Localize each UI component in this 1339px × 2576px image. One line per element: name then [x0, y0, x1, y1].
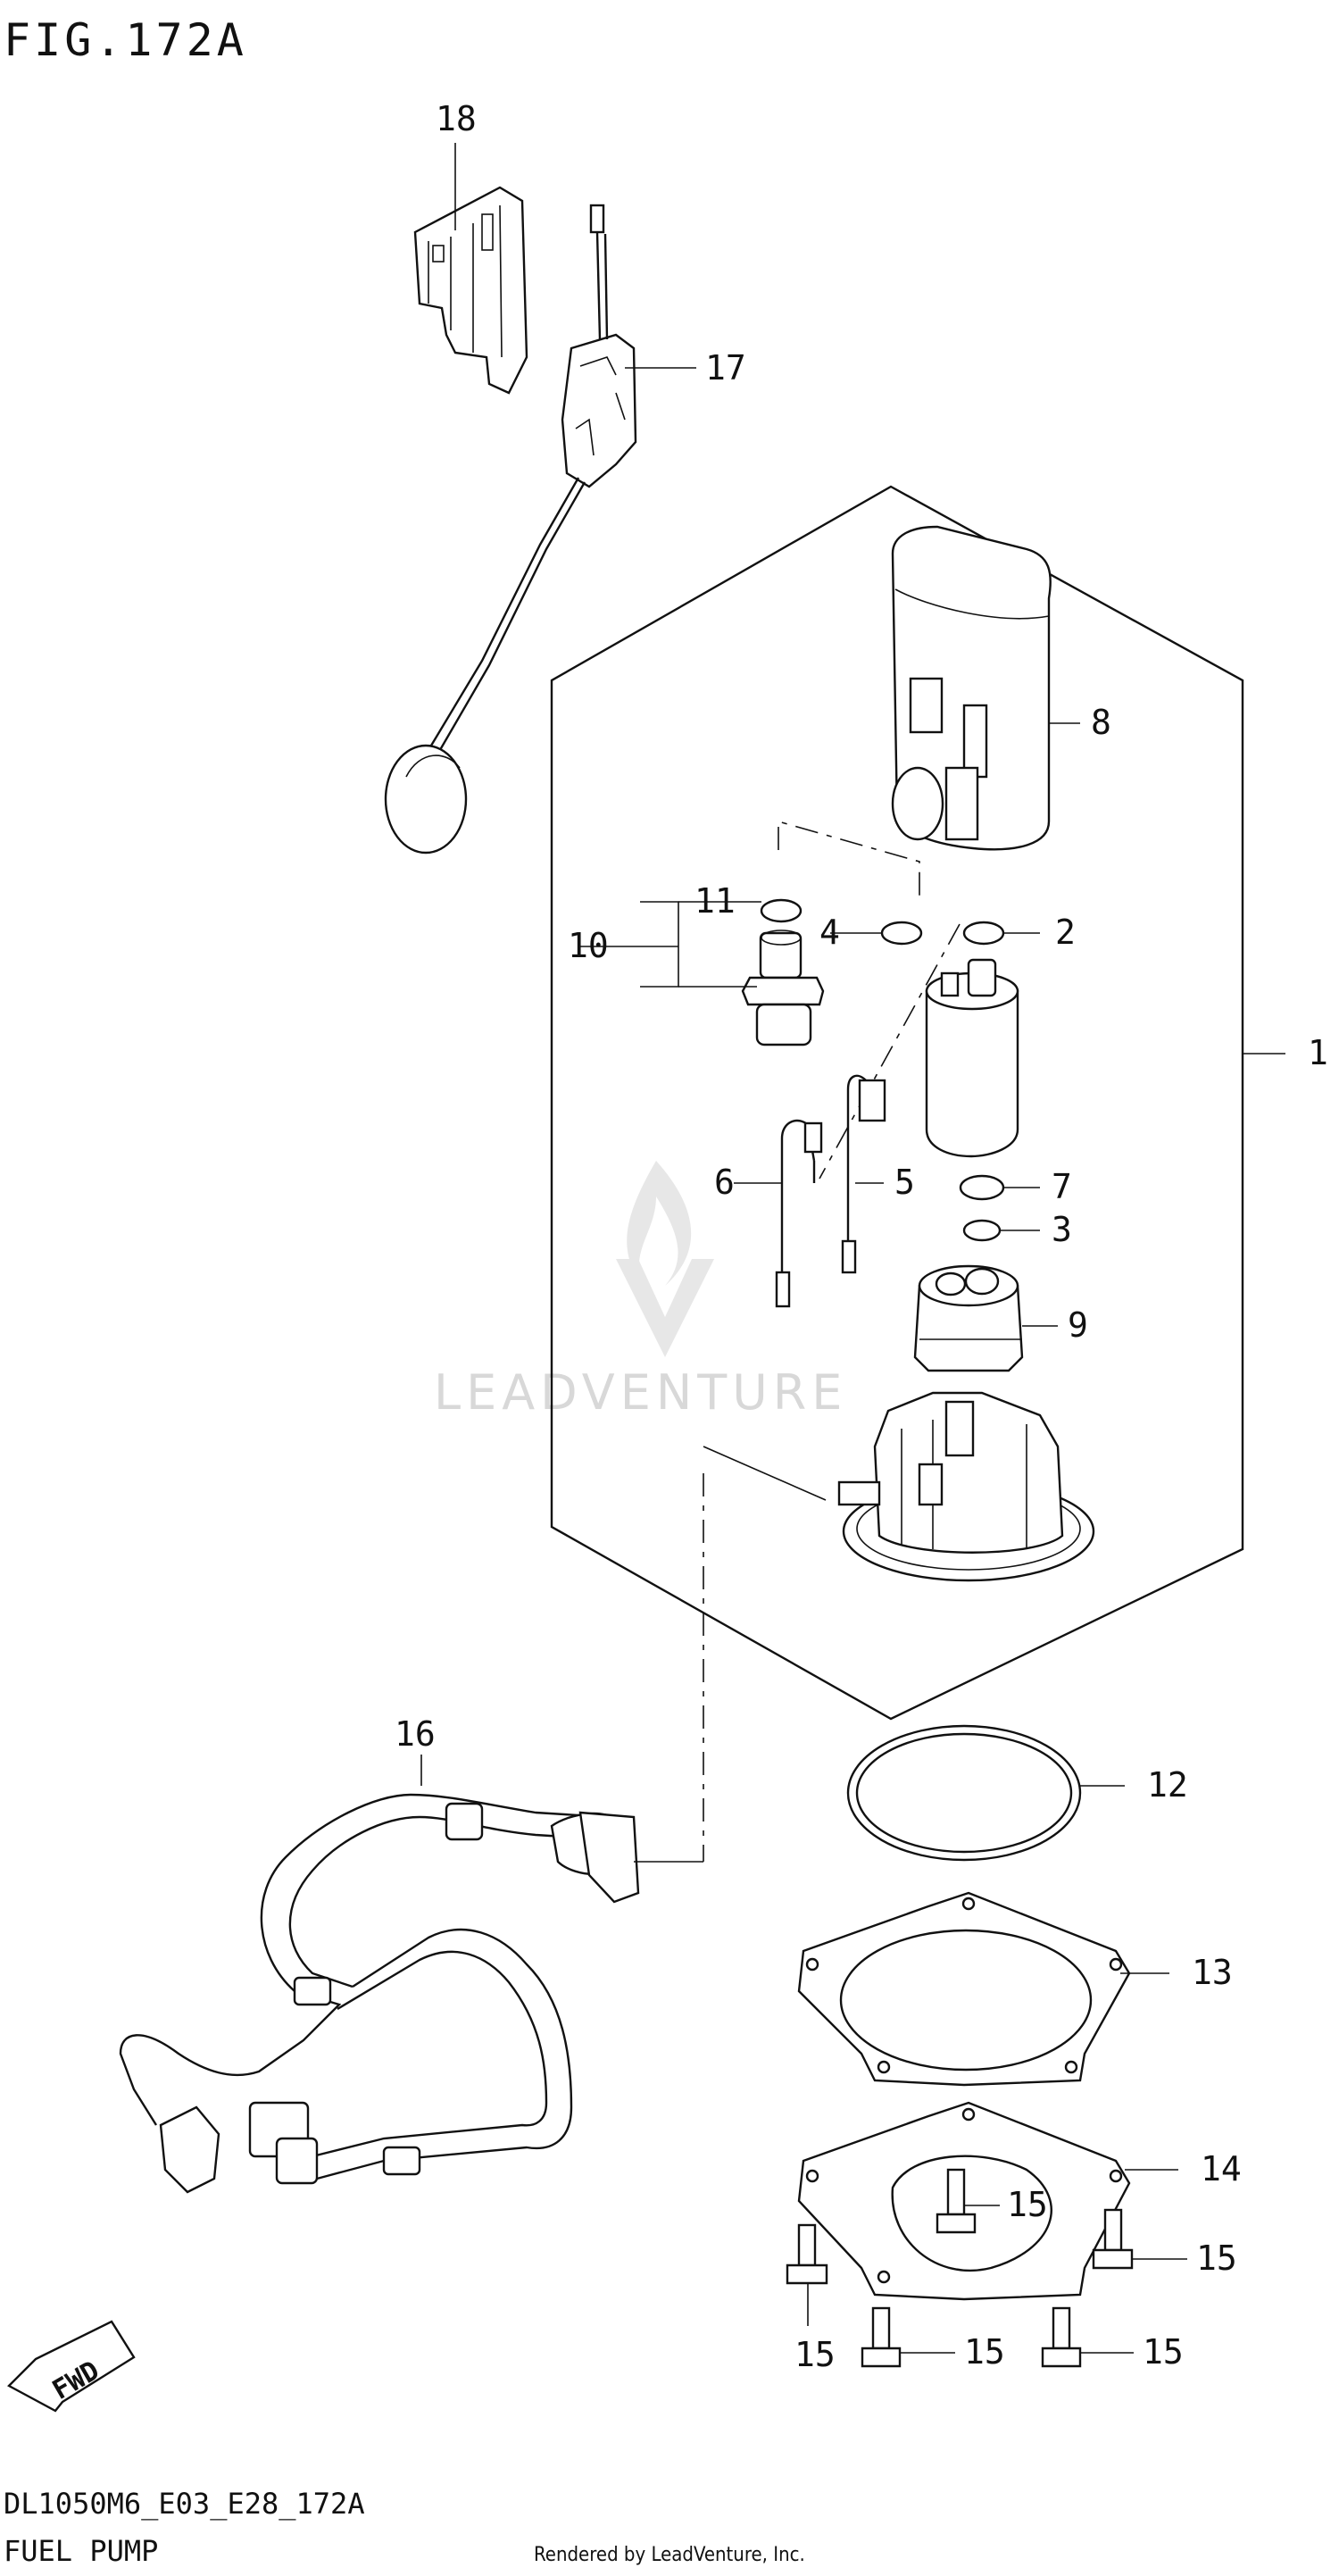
callout-15[interactable]: 15 — [1196, 2238, 1237, 2278]
callout-12[interactable]: 12 — [1147, 1765, 1188, 1805]
part-15-bolt[interactable] — [1092, 2208, 1134, 2270]
callout-13[interactable]: 13 — [1192, 1953, 1233, 1992]
part-5-wire-lead[interactable] — [841, 1074, 886, 1274]
callout-1[interactable]: 1 — [1308, 1033, 1328, 1072]
callout-4[interactable]: 4 — [819, 913, 840, 952]
callout-9[interactable]: 9 — [1068, 1305, 1088, 1345]
callout-18[interactable]: 18 — [436, 99, 477, 138]
watermark-logo — [616, 1161, 714, 1357]
part-16-fuel-hose[interactable] — [119, 1793, 640, 2194]
callout-15[interactable]: 15 — [1143, 2332, 1184, 2372]
part-10-pressure-regulator[interactable] — [741, 930, 825, 1046]
callout-11[interactable]: 11 — [694, 881, 736, 921]
callout-15[interactable]: 15 — [1007, 2185, 1048, 2224]
callout-7[interactable]: 7 — [1052, 1167, 1072, 1206]
callout-17[interactable]: 17 — [705, 348, 746, 388]
fuel-pump-motor[interactable] — [925, 958, 1019, 1158]
fwd-direction-arrow-icon: FWD — [7, 2320, 136, 2413]
callout-15[interactable]: 15 — [794, 2335, 836, 2374]
part-7-o-ring[interactable] — [959, 1174, 1005, 1201]
callout-14[interactable]: 14 — [1201, 2149, 1242, 2188]
assembly-outline — [550, 485, 1244, 1721]
part-3-ring[interactable] — [962, 1219, 1002, 1242]
part-4-o-ring[interactable] — [880, 921, 923, 946]
part-15-bolt[interactable] — [786, 2223, 828, 2285]
part-6-wire-lead[interactable] — [775, 1119, 823, 1308]
part-11-o-ring[interactable] — [760, 898, 803, 923]
callout-6[interactable]: 6 — [714, 1163, 735, 1202]
callout-2[interactable]: 2 — [1055, 913, 1076, 952]
part-9-pump-holder[interactable] — [913, 1264, 1024, 1372]
part-8-fuel-filter[interactable] — [891, 525, 1052, 851]
part-18-cover-bracket[interactable] — [413, 186, 528, 395]
callout-10[interactable]: 10 — [568, 926, 609, 965]
watermark-text: LEADVENTURE — [434, 1364, 847, 1421]
callout-5[interactable]: 5 — [894, 1163, 915, 1202]
callout-3[interactable]: 3 — [1052, 1210, 1072, 1249]
callout-15[interactable]: 15 — [964, 2332, 1005, 2372]
part-2-o-ring[interactable] — [962, 921, 1005, 946]
rendered-by: Rendered by LeadVenture, Inc. — [534, 2544, 805, 2566]
leader-lines — [420, 143, 1285, 2354]
callout-8[interactable]: 8 — [1091, 703, 1111, 742]
section-name: FUEL PUMP — [4, 2534, 158, 2568]
fuel-pump-base[interactable] — [837, 1391, 1095, 1582]
part-15-bolt[interactable] — [861, 2306, 902, 2368]
part-15-bolt[interactable] — [936, 2168, 977, 2234]
part-12-gasket[interactable] — [846, 1724, 1082, 1862]
part-13-plate[interactable] — [797, 1891, 1131, 2087]
model-code: DL1050M6_E03_E28_172A — [4, 2487, 365, 2521]
figure-title: FIG.172A — [4, 14, 247, 66]
callout-16[interactable]: 16 — [395, 1714, 436, 1754]
part-17-fuel-level-gauge[interactable] — [384, 204, 637, 854]
part-15-bolt[interactable] — [1041, 2306, 1082, 2368]
